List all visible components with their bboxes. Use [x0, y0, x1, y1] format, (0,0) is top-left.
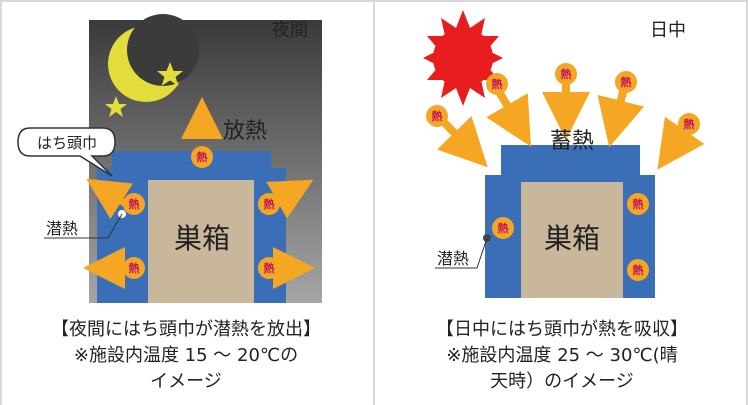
day-caption-line: 【日中にはち頭巾が熱を吸収】 — [436, 319, 688, 340]
night-house — [148, 180, 254, 303]
star-icon — [157, 62, 183, 86]
svg-text:熱: 熱 — [264, 197, 275, 211]
left-border — [0, 0, 2, 405]
latent-leader — [44, 213, 123, 239]
svg-text:熱: 熱 — [498, 221, 509, 235]
sun-icon — [423, 10, 503, 106]
day-caption-line: 天時）のイメージ — [490, 371, 634, 392]
svg-text:熱: 熱 — [633, 263, 644, 277]
day-caption-line: ※施設内温度 25 ～ 30℃(晴 — [446, 345, 678, 366]
day-diagram: 熱 熱 熱 熱 熱 熱 熱 熱 巣箱 蓄熱 潜熱 — [423, 10, 705, 298]
heat-badge: 熱 — [258, 193, 280, 215]
svg-text:熱: 熱 — [129, 197, 140, 211]
svg-text:熱: 熱 — [633, 197, 644, 211]
heat-badge: 熱 — [627, 193, 649, 215]
night-title: 夜間 — [272, 20, 308, 41]
svg-text:熱: 熱 — [432, 109, 443, 123]
svg-text:熱: 熱 — [197, 150, 208, 164]
day-latent-label: 潜熱 — [437, 249, 469, 268]
center-divider — [373, 0, 375, 405]
heat-badge: 熱 — [191, 146, 213, 168]
svg-text:熱: 熱 — [684, 117, 695, 131]
day-house — [521, 182, 623, 298]
heat-badge: 熱 — [615, 71, 637, 93]
day-title: 日中 — [650, 20, 686, 41]
right-border — [746, 0, 748, 405]
svg-text:熱: 熱 — [621, 75, 632, 89]
heat-badge: 熱 — [123, 257, 145, 279]
night-caption: 【夜間にはち頭巾が潜熱を放出】 ※施設内温度 15 ～ 20℃の イメージ — [16, 317, 356, 395]
heat-arrow-left-top — [86, 178, 133, 219]
svg-text:熱: 熱 — [492, 77, 503, 91]
release-label: 放熱 — [223, 119, 267, 144]
night-diagram: 熱 熱 熱 熱 熱 巣箱 放熱 はち頭巾 潜熱 — [17, 14, 322, 303]
svg-text:熱: 熱 — [264, 261, 275, 275]
heat-badge: 熱 — [678, 113, 700, 135]
heat-badge: 熱 — [123, 193, 145, 215]
svg-text:熱: 熱 — [129, 261, 140, 275]
heat-badge: 熱 — [426, 105, 448, 127]
hood-callout: はち頭巾 — [17, 127, 116, 177]
night-house-label: 巣箱 — [174, 222, 230, 255]
day-house-label: 巣箱 — [544, 222, 600, 255]
storage-label: 蓄熱 — [550, 129, 594, 154]
heat-badge: 熱 — [555, 63, 577, 85]
night-caption-line: ※施設内温度 15 ～ 20℃の — [73, 345, 299, 366]
svg-text:熱: 熱 — [561, 67, 572, 81]
star-icon — [105, 96, 127, 117]
heat-badge: 熱 — [627, 259, 649, 281]
night-caption-line: 【夜間にはち頭巾が潜熱を放出】 — [51, 319, 321, 340]
svg-text:はち頭巾: はち頭巾 — [37, 134, 97, 152]
night-caption-line: イメージ — [150, 371, 222, 392]
day-caption: 【日中にはち頭巾が熱を吸収】 ※施設内温度 25 ～ 30℃(晴 天時）のイメー… — [392, 317, 732, 395]
heat-badge: 熱 — [486, 73, 508, 95]
heat-badge: 熱 — [492, 217, 514, 239]
heat-badge: 熱 — [258, 257, 280, 279]
night-latent-label: 潜熱 — [46, 219, 78, 238]
latent-leader — [435, 237, 488, 269]
